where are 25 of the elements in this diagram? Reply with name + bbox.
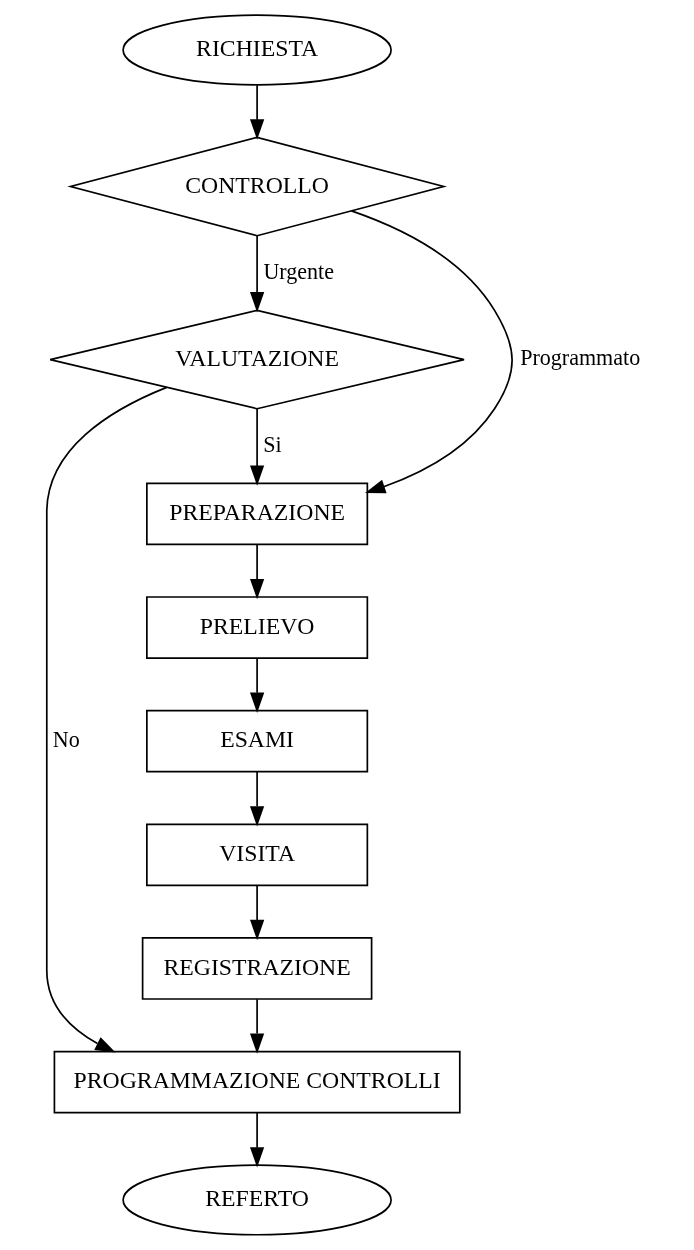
node-box: ESAMI [146, 709, 369, 773]
node-ellipse: RICHIESTA [122, 14, 392, 86]
edge-label: Urgente [263, 258, 334, 284]
node-box: PRELIEVO [146, 596, 369, 659]
arrow [249, 884, 265, 941]
arrow [45, 386, 168, 1053]
edge-label: Si [263, 431, 282, 457]
arrow [249, 235, 265, 313]
edge-label: Programmato [520, 345, 641, 371]
node-box: PROGRAMMAZIONE CONTROLLI [53, 1050, 461, 1114]
arrow [249, 1111, 265, 1168]
arrow [249, 657, 265, 713]
node-box: REGISTRAZIONE [141, 937, 373, 1000]
node-diamond: VALUTAZIONE [49, 309, 465, 410]
node-box: PREPARAZIONE [146, 482, 369, 546]
arrow [249, 543, 265, 600]
arrow [249, 84, 265, 140]
arrow [350, 210, 513, 494]
edge-label: No [52, 726, 80, 752]
node-ellipse: REFERTO [122, 1164, 392, 1236]
node-box: VISITA [146, 823, 369, 887]
node-diamond: CONTROLLO [67, 136, 447, 237]
arrow [249, 998, 265, 1054]
arrow [249, 408, 265, 486]
arrow [249, 771, 265, 827]
